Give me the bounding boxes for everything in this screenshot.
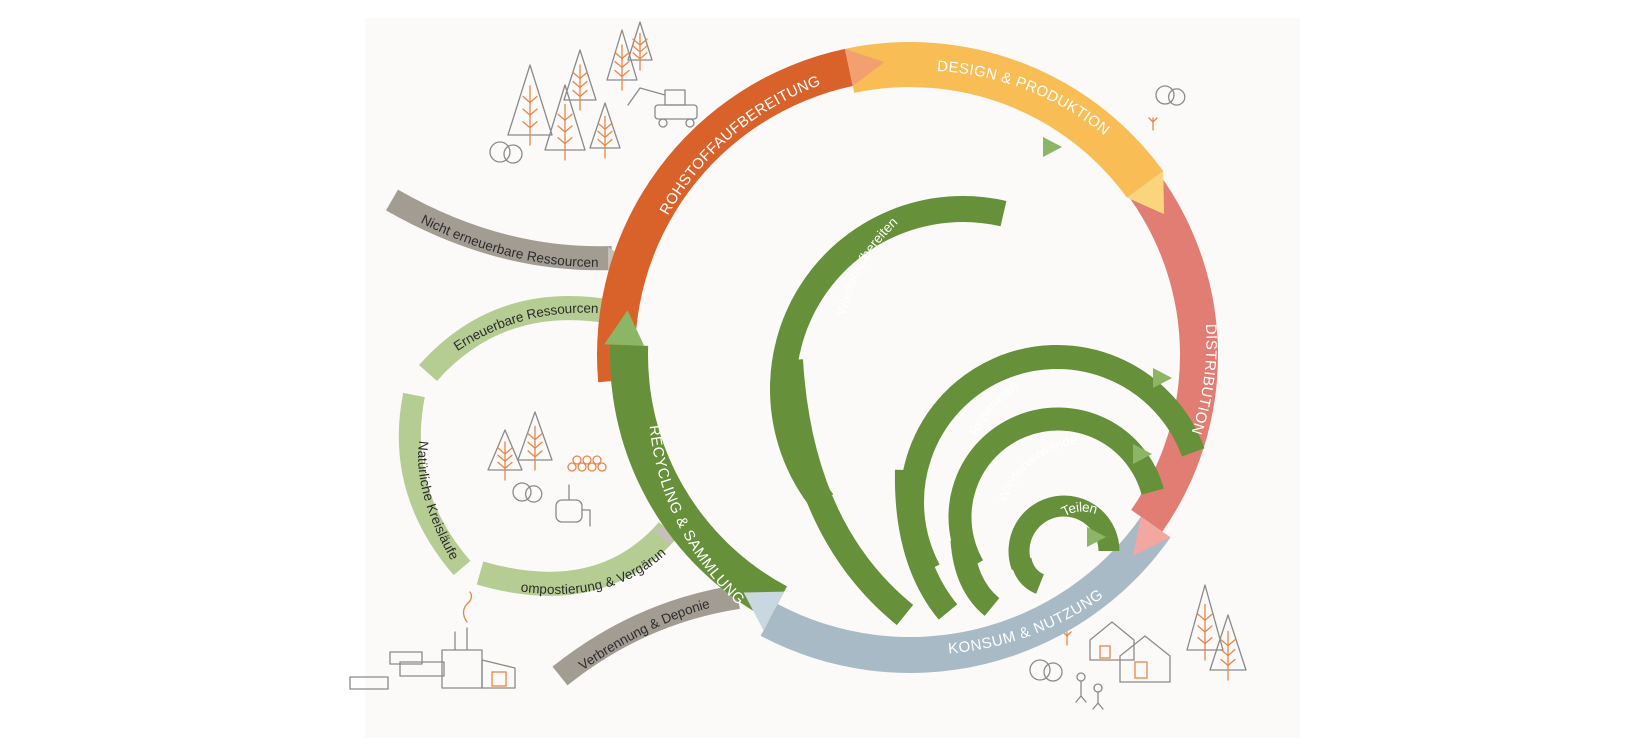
ring-arrow-tip [604, 310, 645, 346]
side-flow-0 [386, 189, 613, 271]
tree-icon [1186, 584, 1224, 661]
ring-segment-recycling [609, 344, 787, 620]
ring-segment-design [844, 41, 1164, 198]
woodpile-icon [567, 455, 607, 472]
ring-arrow-tip [1126, 171, 1165, 215]
loop-teilen-tail [1010, 557, 1045, 594]
ring-arrow-tip [1132, 516, 1171, 556]
inner-loops [770, 137, 1205, 626]
loop-wiederverwenden [948, 407, 1164, 572]
ring-arrow-tip [743, 591, 785, 631]
people-icon [1075, 672, 1104, 710]
side-flow-1 [419, 296, 615, 382]
boiler-icon [555, 484, 591, 527]
lifecycle-ring [597, 41, 1218, 673]
tree-icon [487, 429, 523, 481]
ring-arrow-tip [844, 48, 885, 87]
label-verbrennung: Verbrennung & Deponie [576, 596, 711, 673]
bush-icon [489, 141, 523, 164]
forest-icon [507, 64, 553, 146]
factory-icon [349, 591, 516, 690]
loop-arrowhead [1133, 444, 1152, 464]
loop-wiederaufbereiten-tail [777, 359, 914, 626]
side-flow-2 [398, 392, 471, 576]
tree-icon [517, 411, 553, 471]
ring-segment-konsum [760, 516, 1171, 673]
loop-reparieren-tail [894, 469, 958, 620]
side-flow-4 [552, 585, 740, 686]
bush-icon [1155, 85, 1186, 106]
loop-arrowhead [1043, 137, 1062, 157]
plant-icon [1148, 117, 1158, 131]
loop-arrowhead [1153, 368, 1172, 388]
tree-icon [589, 102, 621, 159]
loop-arrowhead [1087, 527, 1106, 547]
side-flow-3 [476, 521, 678, 596]
label-teilen: Teilen [1059, 499, 1099, 519]
plant-icon [1062, 631, 1072, 646]
tree-icon [563, 49, 597, 111]
houses-icon [1089, 621, 1171, 683]
loop-wiederverwenden-tail [950, 538, 1000, 616]
loop-teilen [1008, 495, 1120, 570]
side-flows [386, 189, 740, 686]
background-illustrations [349, 21, 1247, 710]
bush-icon [512, 482, 543, 503]
excavator-icon [627, 87, 698, 128]
bush-icon [1029, 659, 1063, 682]
tree-icon [544, 84, 586, 161]
tree-icon [627, 21, 653, 71]
tree-icon [1209, 614, 1247, 681]
